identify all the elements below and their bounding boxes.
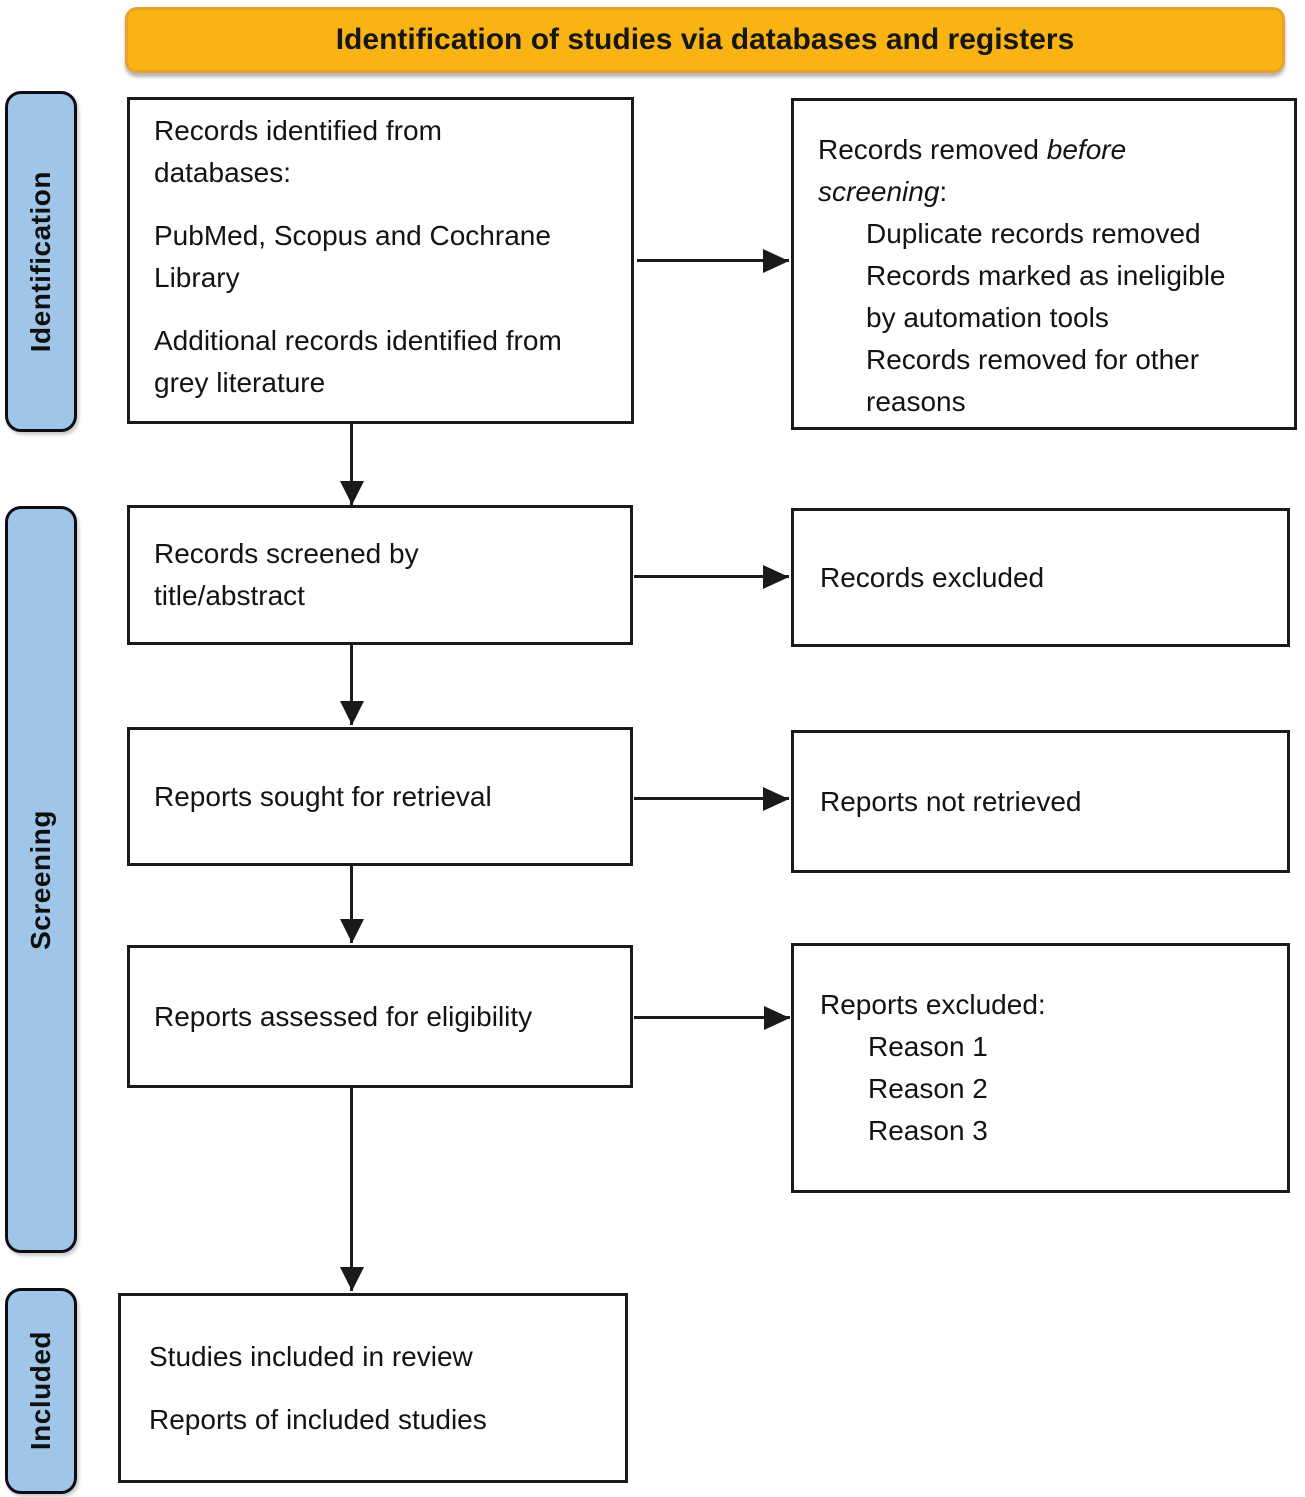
box-records-identified: Records identified from databases: PubMe… xyxy=(127,97,634,424)
records-removed-items: Duplicate records removed Records marked… xyxy=(818,213,1276,423)
arrow-sought-to-assessed xyxy=(350,866,353,943)
box-reports-sought: Reports sought for retrieval xyxy=(127,727,633,866)
box-records-screened: Records screened by title/abstract xyxy=(127,505,633,645)
reports-excluded-reasons: Reason 1 Reason 2 Reason 3 xyxy=(820,1026,1287,1152)
arrow-sought-to-not-retrieved xyxy=(634,797,789,800)
reports-assessed-text: Reports assessed for eligibility xyxy=(154,1000,533,1032)
arrow-identified-to-removed xyxy=(637,259,789,262)
box-records-excluded: Records excluded xyxy=(791,508,1290,647)
removed-item-automation: Records marked as ineligible by automati… xyxy=(866,260,1226,333)
stage-label-included: Included xyxy=(5,1288,77,1494)
stage-label-identification: Identification xyxy=(5,91,77,432)
arrow-identified-to-screened xyxy=(350,424,353,505)
records-removed-title: Records removed before screening: xyxy=(818,129,1276,213)
arrow-screened-to-excluded xyxy=(634,575,789,578)
reports-excluded-title: Reports excluded: xyxy=(820,989,1046,1020)
records-identified-line: Records identified from databases: xyxy=(154,115,442,188)
stage-label-identification-text: Identification xyxy=(25,170,56,353)
records-identified-sources: PubMed, Scopus and Cochrane Library xyxy=(154,220,551,293)
records-removed-title-italic: before screening xyxy=(818,134,1127,207)
reports-sought-text: Reports sought for retrieval xyxy=(154,780,492,812)
removed-item-duplicates: Duplicate records removed xyxy=(866,218,1201,249)
records-identified-grey-literature: Additional records identified from grey … xyxy=(154,325,562,398)
arrow-assessed-to-reports-excluded xyxy=(634,1016,790,1019)
records-removed-title-colon: : xyxy=(939,176,948,207)
studies-included-line: Studies included in review xyxy=(149,1340,473,1372)
reports-not-retrieved-text: Reports not retrieved xyxy=(820,785,1082,817)
stage-label-included-text: Included xyxy=(25,1331,56,1451)
removed-item-other: Records removed for other reasons xyxy=(866,344,1200,417)
box-studies-included: Studies included in review Reports of in… xyxy=(118,1293,628,1483)
records-screened-text: Records screened by title/abstract xyxy=(154,538,419,611)
records-removed-title-prefix: Records removed xyxy=(818,134,1047,165)
reports-excluded-reason-3: Reason 3 xyxy=(868,1115,988,1146)
diagram-title-banner: Identification of studies via databases … xyxy=(125,7,1285,73)
box-reports-excluded: Reports excluded: Reason 1 Reason 2 Reas… xyxy=(791,943,1290,1193)
reports-excluded-reason-2: Reason 2 xyxy=(868,1073,988,1104)
stage-label-screening-text: Screening xyxy=(25,809,56,950)
box-reports-assessed: Reports assessed for eligibility xyxy=(127,945,633,1088)
stage-label-screening: Screening xyxy=(5,506,77,1253)
box-reports-not-retrieved: Reports not retrieved xyxy=(791,730,1290,873)
reports-included-line: Reports of included studies xyxy=(149,1403,487,1435)
records-excluded-text: Records excluded xyxy=(820,561,1045,593)
arrow-screened-to-sought xyxy=(350,645,353,725)
box-records-removed: Records removed before screening: Duplic… xyxy=(791,98,1297,430)
arrow-assessed-to-included xyxy=(350,1088,353,1291)
reports-excluded-reason-1: Reason 1 xyxy=(868,1031,988,1062)
diagram-title: Identification of studies via databases … xyxy=(335,23,1075,56)
